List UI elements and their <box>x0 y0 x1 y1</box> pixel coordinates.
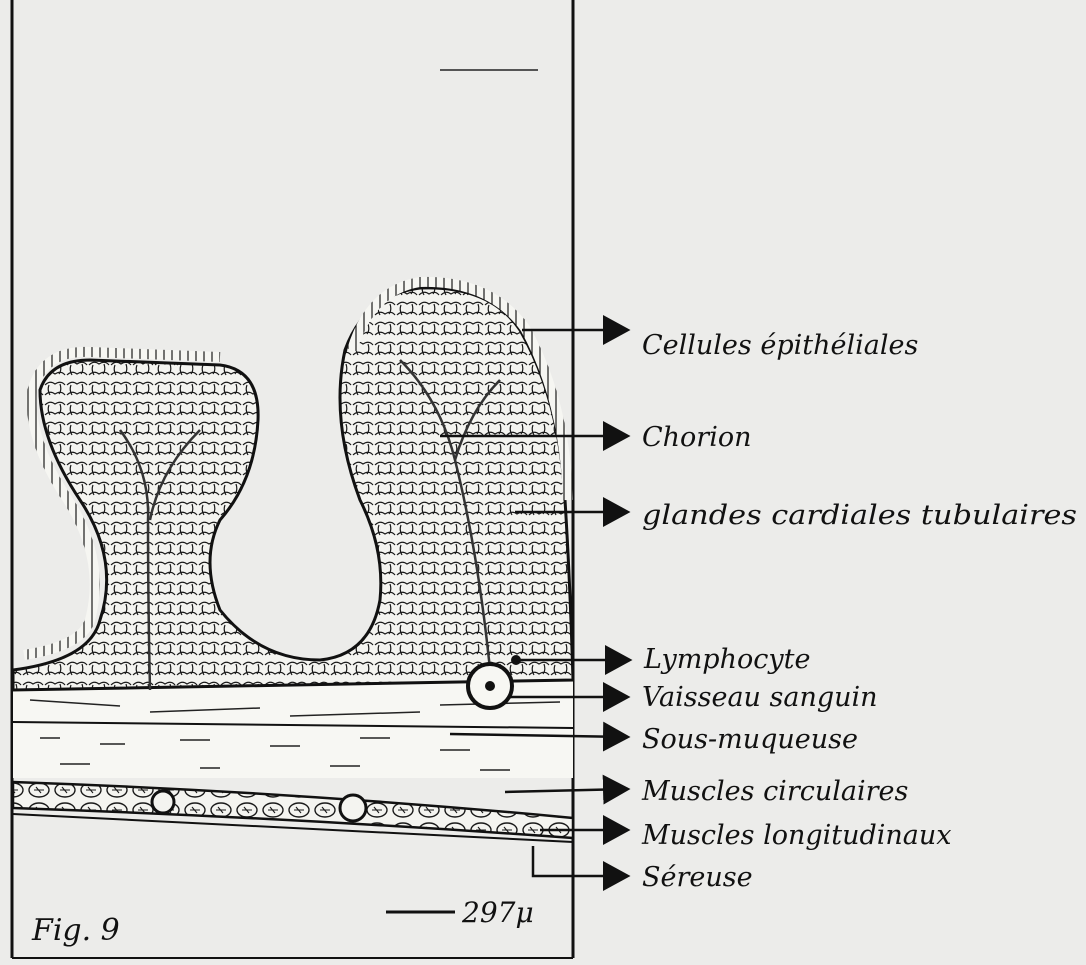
label-sous-muqueuse: Sous-muqueuse <box>642 724 858 755</box>
label-lymphocyte: Lymphocyte <box>643 644 810 675</box>
arrow-sereuse <box>533 846 628 876</box>
label-glandes: glandes cardiales tubulaires <box>642 500 1077 531</box>
arrow-muscles-circulaires <box>505 789 628 792</box>
scale-bar-label: 297μ <box>461 896 534 929</box>
figure-number: Fig. 9 <box>31 913 120 948</box>
label-chorion: Chorion <box>642 422 752 453</box>
tissue-layers <box>13 282 573 912</box>
label-cellules: Cellules épithéliales <box>642 330 918 361</box>
label-muscles-longitudinaux: Muscles longitudinaux <box>641 820 952 851</box>
label-muscles-circulaires: Muscles circulaires <box>641 776 908 807</box>
label-sereuse: Séreuse <box>642 862 753 893</box>
label-vaisseau: Vaisseau sanguin <box>642 682 878 713</box>
